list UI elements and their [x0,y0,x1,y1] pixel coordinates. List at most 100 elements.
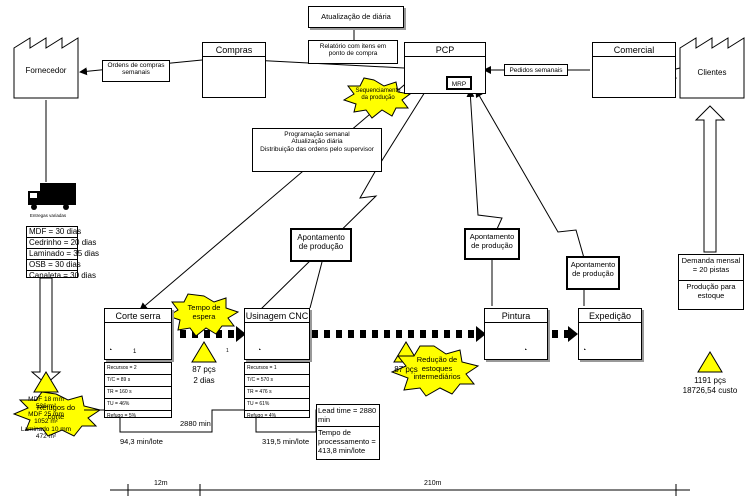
process-usinagem-title: Usinagem CNC [245,311,309,323]
timeline-seg1: 94,3 min/lote [120,437,163,446]
compras-box: Compras [202,42,266,98]
pedidos-semanais-label: Pedidos semanais [504,64,568,76]
process-corte-serra: Corte serra ◔ 1 [104,308,172,360]
customer-box: Demanda mensal = 20 pistas Produção para… [678,254,744,310]
process-pintura: Pintura ◔ [484,308,548,360]
push-arrowhead-1 [236,326,246,342]
inv-left-2: MDF 25 mm [28,410,64,418]
usinagem-data-4: Refugo = 4% [247,413,277,419]
supplier-row-1: Cedrinho = 20 dias [27,238,97,249]
pintura-pcp-line [466,89,503,241]
programacao-label: Programação semanal [284,131,350,138]
operator-icon: ◔ [257,347,262,354]
inv-left-5: 472 m² [35,433,57,441]
process-corte-operator: 1 [133,349,137,355]
supplier-push-arrow [30,277,62,385]
usinagem-data-1: T/C = 570 s [245,375,309,387]
corte-data-4: Refugo = 5% [107,413,137,419]
supplier-row-3: OSB = 30 dias [27,260,81,271]
corte-data-1: T/C = 89 s [105,375,171,387]
push-arrowhead-3 [568,326,578,342]
push-arrow-1 [172,330,236,338]
process-corte-serra-title: Corte serra [105,309,171,323]
inventory-triangle-supplier [33,371,59,393]
inv-left-0: MDF 18 mm [28,396,64,403]
fornecedor-label: Fornecedor [25,66,67,75]
process-usinagem-cnc: Usinagem CNC ◔ [244,308,310,360]
burst-sequenciamento [342,77,412,119]
apontamento-pintura: Apontamento de produção [464,228,520,260]
tempo-processamento-label: Tempo de processamento = 413,8 min/lote [318,428,376,455]
usinagem-data-2: TR = 476 s [245,387,309,399]
supplier-row-4: Canaleta = 30 dias [29,271,96,280]
customer-qty: 1191 pçs [694,376,726,385]
ordens-compras-label: Ordens de compras semanais [102,60,170,82]
process-expedicao: Expedição ◔ [578,308,642,360]
distribuicao-label: Distribuição das ordens pelo supervisor [260,145,374,153]
inventory-mid-qty: 87 pçs [394,365,418,374]
apontamento-expedicao: Apontamento de produção [566,256,620,290]
comercial-box: Comercial [592,42,676,98]
wait-qty: 87 pçs [192,365,216,374]
clientes-label: Clientes [697,68,727,77]
inv-left-1: 536 m² [35,403,57,411]
operator-icon: ◔ [523,347,528,354]
supplier-row-0: MDF = 30 dias [27,227,82,238]
burst-reducao [390,345,480,397]
distance-12m: 12m [154,480,168,487]
timeline-seg2: 2880 min [180,419,211,428]
apontamento-usinagem: Apontamento de produção [290,228,352,262]
distance-210m: 210m [424,480,442,487]
corte-data-0: Recursos = 2 [105,363,171,375]
customer-push-arrow [694,105,726,253]
mrp-box: MRP [446,76,472,90]
customer-factory-icon [679,37,745,99]
truck-icon [28,183,76,210]
push-arrow-2 [310,330,476,338]
truck-label: Entregas variadas [29,213,67,218]
pcp-compras-arrow [251,56,405,69]
customer-custo: 18726,54 custo [682,386,738,395]
push-arrowhead-2 [476,326,486,342]
burst-refugos [12,391,102,437]
atualizacao-label: Atualização diária [291,138,343,146]
pcp-corte-line [139,79,411,311]
reducao-label: Redução de estoques intermediários [413,355,461,382]
sequenciamento-label: Sequenciamento da produção [355,88,401,101]
programacao-box: Programação semanal Atualização diária D… [252,128,382,172]
pcp-box: PCP [404,42,486,94]
corte-data-2: TR = 160 s [105,387,171,399]
corte-data-3: TU = 46% [105,399,171,411]
pcp-usinagem-line [259,83,431,311]
usinagem-connector [309,261,323,309]
usinagem-data-0: Recursos = 1 [245,363,309,375]
wait-days: 2 dias [193,376,215,385]
inventory-left-text: MDF 18 mm 536 m² MDF 25 mm 1052 m² Lamin… [14,396,78,441]
tempo-espera-label: Tempo de espera [187,303,221,321]
inventory-triangle-customer [697,351,723,373]
inv-left-3: 1052 m² [34,418,58,426]
operator-icon: ◔ [108,347,113,354]
producao-label: Produção para estoque [686,282,736,300]
operator-icon: ◔ [582,347,587,354]
supplier-row-2: Laminado = 35 dias [27,249,100,260]
demanda-label: Demanda mensal = 20 pistas [679,255,743,281]
process-pintura-title: Pintura [485,309,547,323]
expedicao-pcp-line [475,89,585,259]
operator-count-label: 1 [226,348,229,354]
inventory-triangle-wait [191,341,217,363]
relatorio-box: Relatório com itens em ponto de compra [308,40,398,64]
atualizacao-diaria-label: Atualização de diária [321,12,391,21]
timeline-seg3: 319,5 min/lote [262,437,310,446]
inv-left-4: Laminado 10 mm [20,425,72,433]
supplier-factory-icon [13,37,79,99]
burst-tempo-espera [166,293,240,337]
process-expedicao-title: Expedição [579,309,641,323]
push-arrow-3 [548,330,568,338]
atualizacao-diaria-box: Atualização de diária [308,6,404,28]
comercial-title: Comercial [593,43,675,57]
usinagem-data-3: TU = 61% [245,399,309,411]
compras-title: Compras [203,43,265,57]
relatorio-label: Relatório com itens em ponto de compra [319,43,387,58]
process-usinagem-data: Recursos = 1 T/C = 570 s TR = 476 s TU =… [244,362,310,419]
